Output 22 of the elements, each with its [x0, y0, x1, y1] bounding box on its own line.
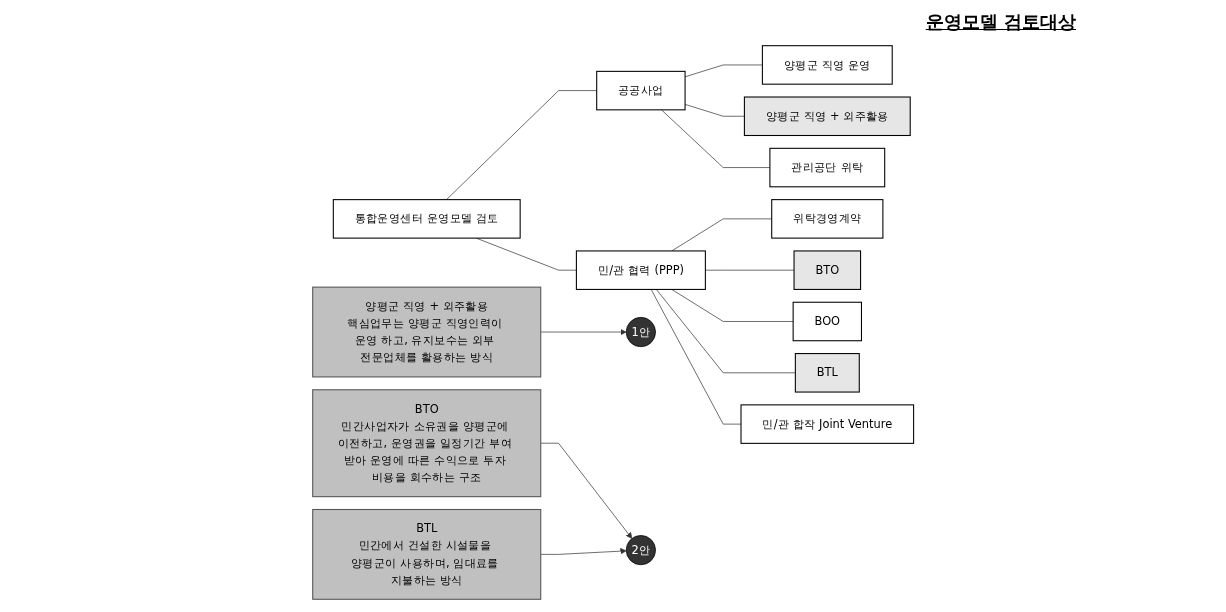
node-box: 양평군 직영 운영	[761, 45, 893, 85]
section-heading: 운영모델 검토대상	[925, 10, 1076, 34]
node-box: 위탁경영계약	[771, 199, 884, 239]
node-box: BTO 민간사업자가 소유권을 양평군에 이전하고, 운영권을 일정기간 부여 받아 운영에 따른 수익으로 투자 비용을 회수하는 구조	[312, 389, 542, 498]
node-box: BTL	[794, 353, 860, 393]
connector	[446, 90, 597, 200]
node-box: 양평군 직영 + 외주활용	[743, 96, 911, 137]
node-box: 공공사업	[596, 70, 686, 111]
node-box: 민/관 협력 (PPP)	[575, 250, 706, 290]
node-box: 통합운영센터 운영모델 검토	[332, 199, 521, 239]
node-circle: 2안	[625, 535, 656, 566]
node-box: 양평군 직영 + 외주활용 핵심업무는 양평군 직영인력이 운영 하고, 유지보수는 외부 전문업체를 활용하는 방식	[312, 286, 542, 378]
node-circle: 1안	[625, 317, 656, 348]
connector	[684, 104, 745, 117]
node-box: BTO	[793, 250, 861, 290]
node-box: 민/관 합작 Joint Venture	[740, 404, 914, 444]
node-box: 관리공단 위탁	[769, 147, 886, 188]
connector	[684, 64, 763, 78]
connector	[655, 289, 796, 374]
connector	[671, 218, 772, 252]
node-box: BTL 민간에서 건설한 시설물을 양평군이 사용하며, 임대료를 지불하는 방식	[312, 508, 542, 600]
node-box: BOO	[792, 301, 862, 342]
